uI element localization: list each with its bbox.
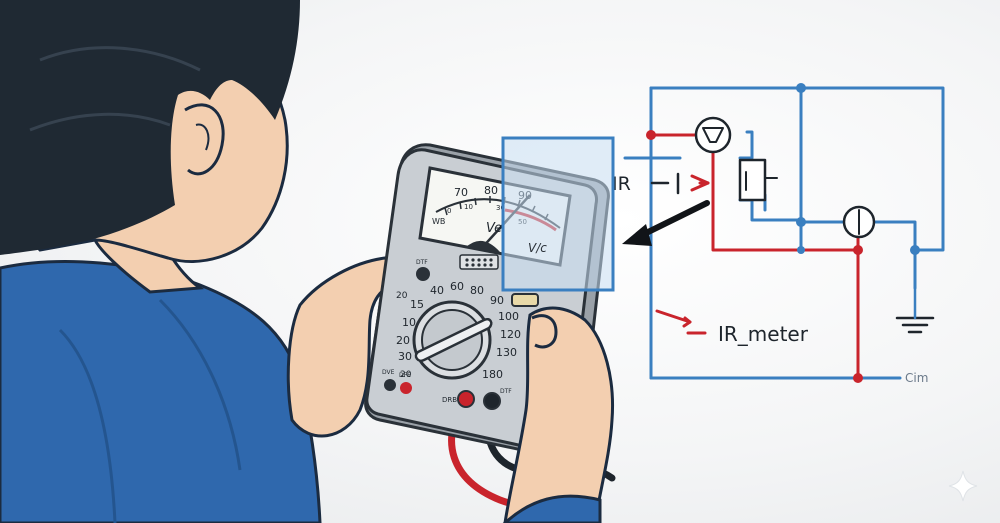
- dve-label: DVE: [382, 369, 395, 376]
- scale-number-70: 70: [454, 186, 468, 199]
- battery-icon: [650, 172, 680, 195]
- shirt: [0, 260, 322, 523]
- scale-number-80: 80: [484, 184, 498, 197]
- dial-number: 60: [450, 280, 464, 293]
- sparkle-icon: [948, 470, 978, 502]
- dtf-label-2: DTF: [500, 388, 512, 395]
- ir-label: IR: [612, 173, 631, 195]
- dve-button[interactable]: [384, 379, 396, 391]
- range-dial[interactable]: [412, 300, 493, 380]
- technician-figure: [0, 0, 322, 523]
- dial-number: 40: [430, 284, 444, 297]
- dial-number: 10: [402, 316, 416, 329]
- relay-component: [738, 158, 778, 202]
- side-switch[interactable]: [511, 293, 539, 307]
- zoom-overlay: V/c: [501, 136, 615, 292]
- dtf-label: DTF: [416, 259, 428, 266]
- dial-number: 90: [490, 294, 504, 307]
- drb-label: DRB: [442, 396, 457, 404]
- dtf-button[interactable]: [416, 267, 430, 281]
- face-text: Ve: [486, 221, 502, 236]
- dfe-label: DFE: [399, 372, 411, 379]
- arrow-icon: [622, 200, 710, 246]
- right-hand: [503, 306, 614, 523]
- dial-number: 130: [496, 346, 517, 359]
- dial-number: 80: [470, 284, 484, 297]
- junction-dots: [646, 83, 920, 383]
- ear: [184, 103, 225, 176]
- cim-label: Cim: [905, 371, 928, 385]
- ir-meter-label: IR_meter: [718, 322, 809, 346]
- lead-sockets: [457, 390, 501, 410]
- scale-small-wb: WB: [432, 217, 445, 226]
- dial-number: 100: [498, 310, 519, 323]
- dial-number: 20: [396, 334, 410, 347]
- speaker-grille: [459, 254, 499, 270]
- ground-icon: [895, 286, 935, 334]
- scale-small-10: 10: [464, 203, 473, 211]
- circuit-diagram: [623, 83, 945, 383]
- overlay-face-text: V/c: [528, 241, 547, 255]
- lamp-icon: [694, 116, 732, 154]
- scale-small-30: 30: [496, 204, 505, 212]
- dial-number: 20: [396, 291, 408, 301]
- dial-number: 20: [400, 370, 412, 380]
- dial-number: 180: [482, 368, 503, 381]
- dial-number: 15: [410, 298, 424, 311]
- red-wires: [649, 133, 860, 380]
- dfe-button[interactable]: [400, 382, 412, 394]
- scale-small-0: 0: [447, 207, 451, 215]
- dial-number: 30: [398, 350, 412, 363]
- hair: [0, 0, 300, 255]
- ammeter-symbol: [842, 205, 876, 239]
- dial-number: 120: [500, 328, 521, 341]
- left-hand: [286, 256, 402, 438]
